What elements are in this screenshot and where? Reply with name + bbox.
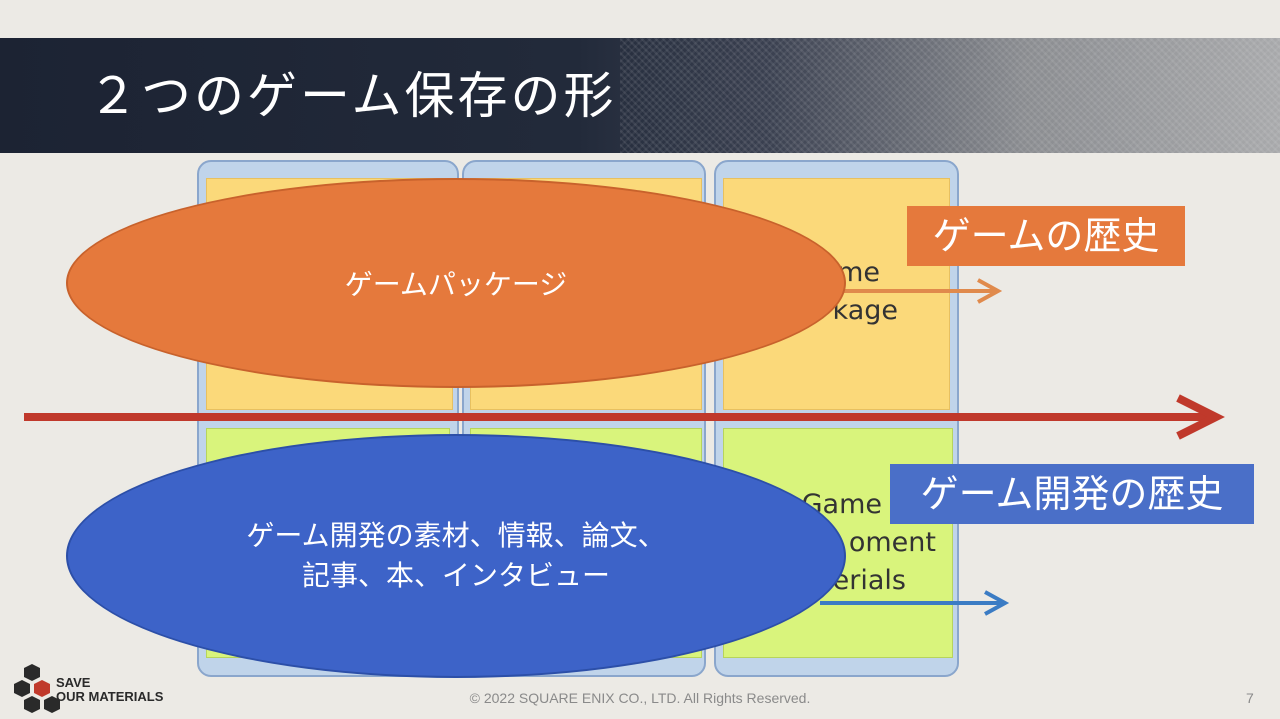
dev-history-label: ゲーム開発の歴史 [890, 464, 1254, 524]
copyright-footer: © 2022 SQUARE ENIX CO., LTD. All Rights … [469, 690, 811, 706]
logo-text: SAVE OUR MATERIALS [56, 676, 163, 704]
cell-text-materials: Game oment erials [760, 486, 940, 600]
dev-materials-ellipse-line1: ゲーム開発の素材、情報、論文、 [246, 519, 666, 552]
game-package-ellipse: ゲームパッケージ [66, 178, 846, 388]
dev-materials-ellipse: ゲーム開発の素材、情報、論文、 記事、本、インタビュー [66, 434, 846, 678]
cell-text-materials-line3: erials [832, 565, 906, 596]
orange-arrow [820, 278, 1003, 304]
cell-text-materials-line2: oment [848, 527, 936, 558]
title-bar-pattern [620, 38, 1280, 153]
page-number: 7 [1246, 690, 1254, 706]
cell-text-package: me kage [770, 254, 920, 330]
logo-line1: SAVE [56, 675, 91, 690]
dev-materials-ellipse-line2: 記事、本、インタビュー [301, 559, 610, 592]
cell-text-package-line2: kage [832, 295, 898, 326]
game-history-label: ゲームの歴史 [907, 206, 1185, 266]
game-package-ellipse-label: ゲームパッケージ [344, 268, 568, 301]
slide-title: ２つのゲーム保存の形 [88, 67, 617, 125]
hexagon-logo-icon [14, 664, 60, 713]
logo-line2: OUR MATERIALS [56, 689, 164, 704]
timeline-arrow [24, 394, 1225, 440]
title-bar [0, 38, 1280, 153]
blue-arrow [820, 590, 1010, 616]
